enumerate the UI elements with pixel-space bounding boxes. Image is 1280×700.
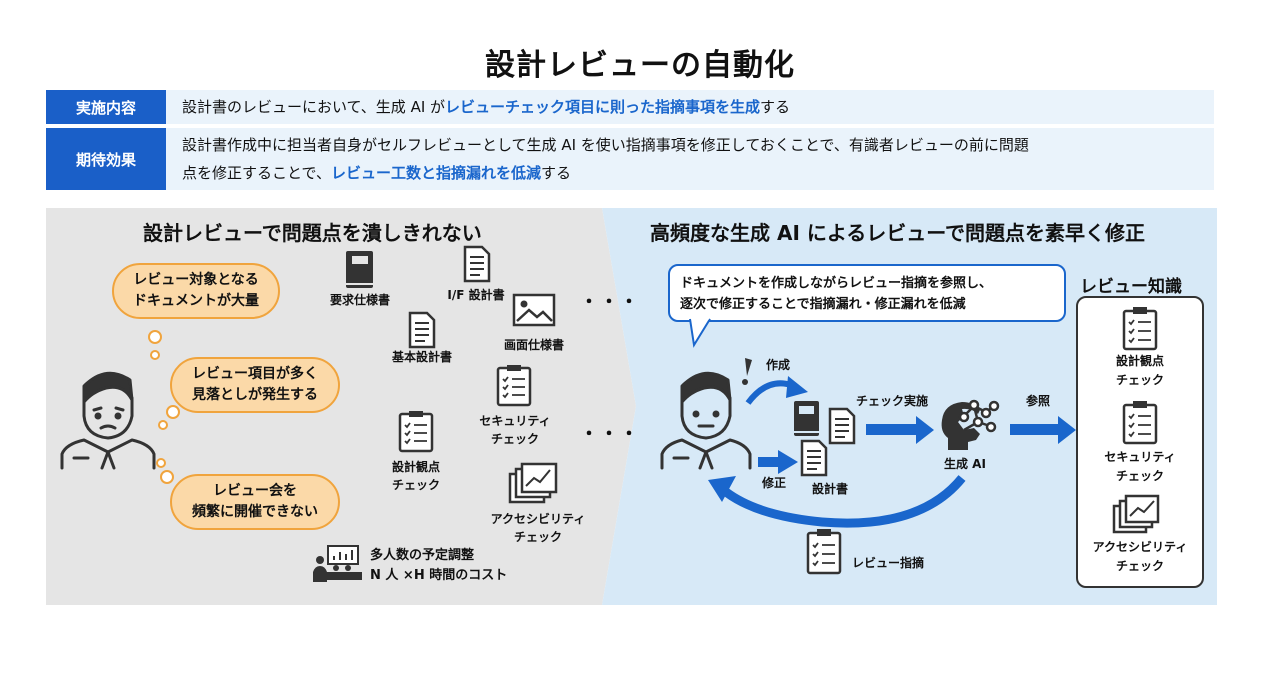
effect-line-2: 点を修正することで、レビュー工数と指摘漏れを低減する xyxy=(182,159,1204,187)
more-documents-ellipsis: ・・・ xyxy=(580,292,640,313)
clipboard-checklist-icon xyxy=(806,529,842,575)
requirements-spec-label: 要求仕様書 xyxy=(329,293,390,307)
document-icon xyxy=(800,439,828,477)
thought-bubble-many-items: レビュー項目が多く見落としが発生する xyxy=(170,357,340,413)
label-line: チェック xyxy=(1115,559,1164,573)
effect-row: 期待効果 設計書作成中に担当者自身がセルフレビューとして生成 AI を使い指摘事… xyxy=(46,128,1214,190)
clipboard-checklist-icon xyxy=(1122,307,1158,351)
knowledge-accessibility-check-label: アクセシビリティチェック xyxy=(1080,538,1200,576)
create-label: 作成 xyxy=(766,358,791,372)
speech-line: 逐次で修正することで指摘漏れ・修正漏れを低減 xyxy=(680,297,966,312)
implementation-text-pre: 設計書のレビューにおいて、生成 AI が xyxy=(182,98,446,116)
bubble-text-line: レビュー会を xyxy=(213,483,297,499)
implementation-highlight: レビューチェック項目に則った指摘事項を生成 xyxy=(445,98,761,116)
bubble-text-line: 頻繁に開催できない xyxy=(192,504,318,520)
meeting-icon xyxy=(313,545,362,582)
worried-person-icon xyxy=(60,371,156,470)
ai-head-icon xyxy=(941,399,1000,450)
meeting-cost-line: N 人 ×H 時間のコスト xyxy=(370,568,508,583)
speech-line: ドキュメントを作成しながらレビュー指摘を参照し、 xyxy=(680,276,993,291)
reference-label: 参照 xyxy=(1026,394,1051,408)
label-line: チェック xyxy=(490,432,539,446)
label-line: チェック xyxy=(391,478,440,492)
thought-bubble-dot xyxy=(160,470,174,484)
knowledge-design-check-label: 設計観点チェック xyxy=(1090,352,1190,390)
right-panel-title: 高頻度な生成 AI によるレビューで問題点を素早く修正 xyxy=(650,221,1146,245)
thought-bubble-dot xyxy=(156,458,166,468)
stacked-screens-icon xyxy=(1112,494,1160,534)
fix-label: 修正 xyxy=(762,476,787,490)
bubble-text-line: レビュー対象となる xyxy=(133,272,259,288)
label-line: 設計観点 xyxy=(1115,354,1164,368)
implementation-row: 実施内容 設計書のレビューにおいて、生成 AI がレビューチェック項目に則った指… xyxy=(46,90,1214,124)
thought-bubble-meeting: レビュー会を頻繁に開催できない xyxy=(170,474,340,530)
clipboard-checklist-icon xyxy=(398,411,434,453)
bubble-text-line: 見落としが発生する xyxy=(192,387,318,403)
meeting-cost-line: 多人数の予定調整 xyxy=(370,548,475,563)
label-line: セキュリティ xyxy=(1104,450,1176,464)
label-line: チェック xyxy=(513,530,562,544)
knowledge-security-check-label: セキュリティチェック xyxy=(1090,448,1190,486)
accessibility-check-label: アクセシビリティチェック xyxy=(478,510,598,546)
document-icon xyxy=(408,311,436,349)
document-icon xyxy=(463,245,491,283)
implementation-text-post: する xyxy=(760,98,791,116)
thought-bubble-dot xyxy=(150,350,160,360)
thought-bubble-many-documents: レビュー対象となるドキュメントが大量 xyxy=(112,263,280,319)
effect-text: 設計書作成中に担当者自身がセルフレビューとして生成 AI を使い指摘事項を修正し… xyxy=(182,131,1204,187)
screen-spec-label: 画面仕様書 xyxy=(503,338,564,352)
book-icon xyxy=(346,251,373,288)
meeting-cost-text: 多人数の予定調整 N 人 ×H 時間のコスト xyxy=(370,546,507,586)
effect-line-1: 設計書作成中に担当者自身がセルフレビューとして生成 AI を使い指摘事項を修正し… xyxy=(182,136,1029,154)
book-icon xyxy=(794,401,819,436)
basic-design-doc-label: 基本設計書 xyxy=(391,350,452,364)
more-checks-ellipsis: ・・・ xyxy=(580,424,640,445)
thought-bubble-dot xyxy=(158,420,168,430)
bubble-text-line: レビュー項目が多く xyxy=(192,366,318,382)
implementation-label: 実施内容 xyxy=(46,90,166,124)
generative-ai-label: 生成 AI xyxy=(944,457,986,471)
security-check-label: セキュリティチェック xyxy=(472,412,558,448)
left-panel-title: 設計レビューで問題点を潰しきれない xyxy=(143,221,482,245)
effect-label: 期待効果 xyxy=(46,128,166,190)
thought-bubble-dot xyxy=(166,405,180,419)
label-line: アクセシビリティ xyxy=(1092,540,1188,554)
interface-design-doc-label: I/F 設計書 xyxy=(447,288,505,302)
check-execution-label: チェック実施 xyxy=(856,394,929,408)
effect-highlight: レビュー工数と指摘漏れを低減 xyxy=(330,164,541,182)
speech-bubble-tail xyxy=(689,316,711,348)
label-line: チェック xyxy=(1115,469,1164,483)
exclamation-icon xyxy=(742,358,752,385)
review-findings-label: レビュー指摘 xyxy=(852,556,925,570)
design-doc-label: 設計書 xyxy=(812,482,849,496)
speech-bubble: ドキュメントを作成しながらレビュー指摘を参照し、 逐次で修正することで指摘漏れ・… xyxy=(668,264,1066,322)
label-line: 設計観点 xyxy=(391,460,440,474)
thought-bubble-dot xyxy=(148,330,162,344)
clipboard-checklist-icon xyxy=(496,365,532,407)
clipboard-checklist-icon xyxy=(1122,401,1158,445)
bubble-text-line: ドキュメントが大量 xyxy=(133,293,259,309)
page-title: 設計レビューの自動化 xyxy=(485,48,795,83)
implementation-text: 設計書のレビューにおいて、生成 AI がレビューチェック項目に則った指摘事項を生… xyxy=(182,93,1204,121)
stacked-screens-icon xyxy=(508,462,558,504)
effect-text-pre: 点を修正することで、 xyxy=(182,164,331,182)
person-icon xyxy=(660,371,752,470)
effect-text-post: する xyxy=(540,164,571,182)
label-line: セキュリティ xyxy=(479,414,551,428)
design-perspective-check-label: 設計観点チェック xyxy=(378,458,454,494)
image-icon xyxy=(512,293,556,327)
review-knowledge-title: レビュー知識 xyxy=(1080,277,1182,297)
label-line: アクセシビリティ xyxy=(490,512,586,526)
label-line: チェック xyxy=(1115,373,1164,387)
document-icon xyxy=(828,407,856,445)
